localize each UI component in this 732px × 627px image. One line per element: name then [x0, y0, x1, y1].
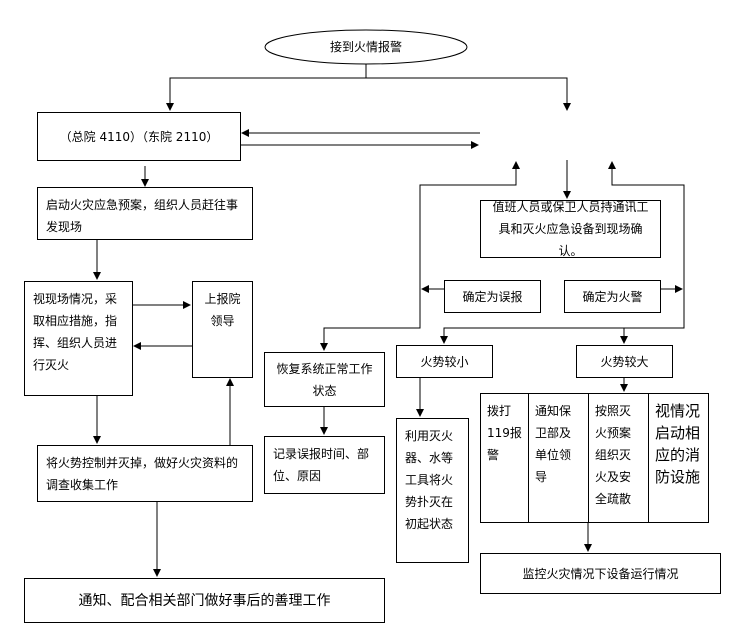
action-notify-security: 通知保卫部及单位领导 [529, 394, 589, 522]
restore-node: 恢复系统正常工作状态 [264, 352, 385, 407]
plan-node: 启动火灾应急预案，组织人员赶往事发现场 [37, 187, 253, 240]
phone-node: （总院 4110）（东院 2110） [37, 112, 241, 161]
notify-node: 通知、配合相关部门做好事后的善理工作 [24, 578, 385, 623]
action-call-119: 拨打119报警 [481, 394, 529, 522]
action-evacuate: 按照灭火预案组织灭火及安全疏散 [589, 394, 649, 522]
command-node: 视现场情况，采取相应措施，指挥、组织人员进行灭火 [24, 281, 133, 396]
control-node: 将火势控制并灭掉，做好火灾资料的调查收集工作 [37, 445, 253, 502]
fire-alarm-node: 确定为火警 [564, 280, 661, 313]
small-fire-node: 火势较小 [396, 345, 493, 378]
start-node: 接到火情报警 [329, 40, 402, 54]
confirm-node: 值班人员或保卫人员持通讯工具和灭火应急设备到现场确认。 [480, 200, 661, 258]
action-fire-facilities: 视情况启动相应的消防设施 [655, 402, 701, 486]
record-node: 记录误报时间、部位、原因 [264, 436, 385, 494]
actions-node: 拨打119报警 通知保卫部及单位领导 按照灭火预案组织灭火及安全疏散 视情况启动… [480, 393, 709, 523]
extinguish-node: 利用灭火器、水等工具将火势扑灭在初起状态 [396, 418, 469, 563]
large-fire-node: 火势较大 [576, 345, 673, 378]
false-alarm-node: 确定为误报 [444, 280, 541, 313]
report-node: 上报院领导 [192, 281, 253, 378]
monitor-node: 监控火灾情况下设备运行情况 [480, 553, 721, 594]
